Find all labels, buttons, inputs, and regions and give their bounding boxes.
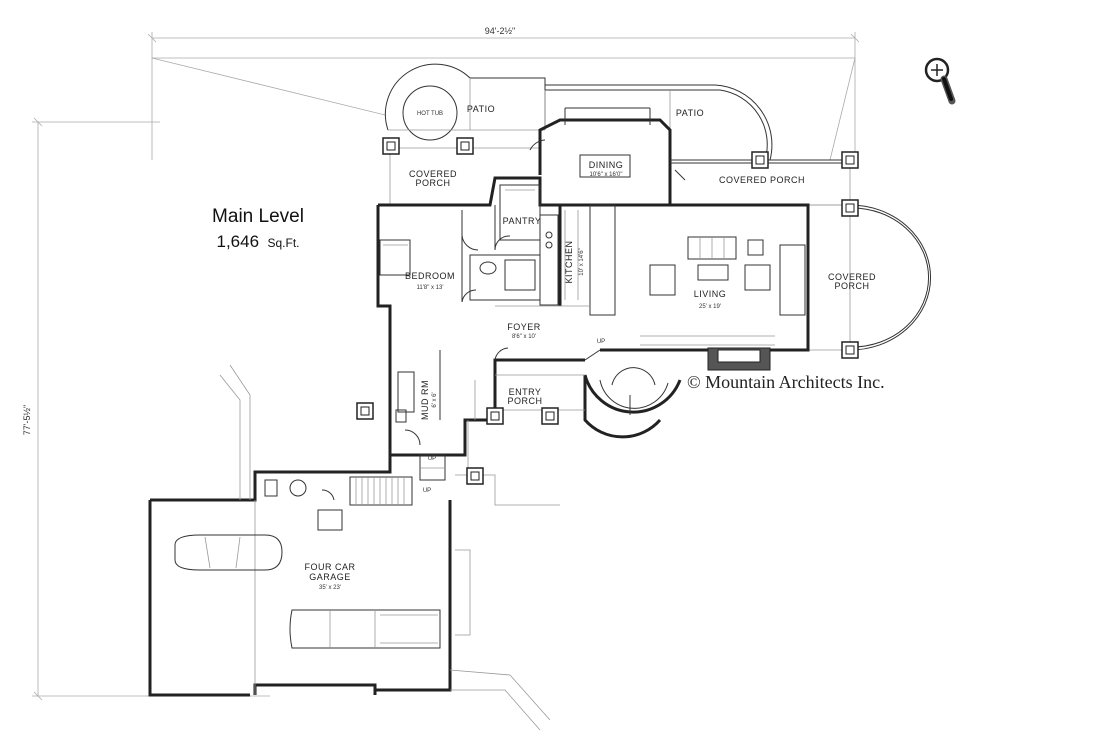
garage-line1: FOUR CAR (305, 562, 356, 572)
covered-porch-right-line2: PORCH (834, 281, 869, 291)
covered-porch-top-label: COVERED PORCH (719, 175, 805, 185)
entry-porch-line1: ENTRY (509, 387, 542, 397)
covered-porch-left-line2: PORCH (415, 178, 450, 188)
dimension-lines (32, 32, 860, 701)
dining-label: DINING (589, 160, 624, 170)
mud-room-size: 6' x 6' (432, 392, 438, 407)
kitchen-label: KITCHEN (564, 240, 574, 283)
foyer-size: 8'6" x 10' (512, 334, 536, 340)
living-size: 25' x 19' (699, 304, 721, 310)
covered-porch-right-line1: COVERED (828, 272, 876, 282)
mud-room (395, 350, 441, 446)
level-title: Main Level (212, 206, 304, 227)
entry-porch (474, 374, 585, 420)
magnifier-plus-icon[interactable] (924, 57, 956, 105)
mud-room-label: MUD RM (420, 380, 430, 420)
garage-stairs (419, 454, 446, 481)
kitchen (564, 204, 616, 316)
bedroom-label: BEDROOM (405, 271, 455, 281)
living-room (640, 236, 806, 371)
dining-size: 10'6" x 16'0" (590, 172, 623, 178)
living-label: LIVING (694, 289, 727, 299)
dining-room (529, 107, 686, 205)
kitchen-size: 10' x 14'6" (579, 248, 585, 275)
porch-columns (356, 137, 859, 485)
level-area: 1,646 Sq.Ft. (216, 232, 299, 251)
pantry-label: PANTRY (503, 216, 542, 226)
exterior-walls (376, 176, 810, 457)
patio-right-label: PATIO (676, 108, 704, 118)
overall-depth-dimension: 77'-5½" (22, 405, 32, 435)
overall-width-dimension: 94'-2½" (485, 26, 515, 36)
bedroom (379, 210, 559, 306)
entry-porch-line2: PORCH (507, 396, 542, 406)
hot-tub-label: HOT TUB (417, 111, 443, 117)
foyer-up-label: UP (597, 339, 605, 345)
garage-size: 35' x 23' (319, 585, 341, 591)
foyer (494, 305, 601, 361)
mud-up-label-2: UP (423, 488, 431, 494)
covered-porch-left-line1: COVERED (409, 169, 457, 179)
mud-up-label-1: UP (428, 456, 436, 462)
copyright-notice: © Mountain Architects Inc. (687, 372, 885, 392)
bedroom-size: 11'8" x 13' (417, 285, 444, 291)
pantry (494, 184, 541, 251)
patio-left-label: PATIO (467, 104, 495, 114)
patio-area (384, 63, 773, 161)
garage (148, 455, 452, 697)
foyer-label: FOYER (507, 322, 541, 332)
garage-line2: GARAGE (309, 572, 351, 582)
covered-porch-left (389, 147, 540, 205)
spiral-stair (583, 367, 682, 439)
